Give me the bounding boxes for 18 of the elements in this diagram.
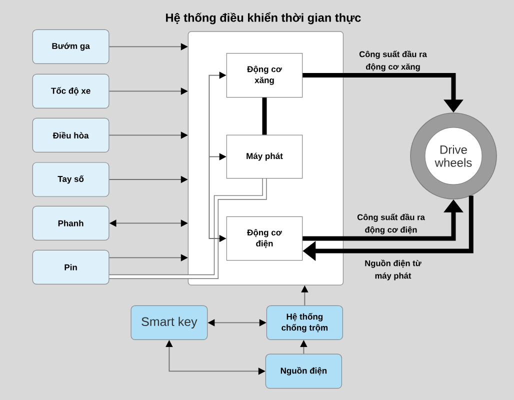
input-box: Điều hòa (32, 118, 110, 152)
input-box: Bướm ga (32, 29, 110, 64)
edge-label: Nguồn điện từ máy phát (365, 260, 422, 280)
input-box: Pin (32, 250, 110, 284)
module-box: Smart key (130, 305, 208, 340)
component-box: Động cơ xăng (226, 53, 303, 98)
double-line (109, 178, 267, 279)
input-box: Tay số (32, 162, 110, 197)
module-box: Nguồn điện (265, 354, 342, 389)
component-box: Máy phát (226, 134, 303, 179)
module-box: Hệ thống chống trộm (266, 305, 343, 340)
line (262, 98, 267, 135)
edge-label: Công suất đầu ra động cơ điện (357, 214, 425, 234)
input-box: Tốc độ xe (32, 74, 110, 108)
heading: Hệ thống điều khiển thời gian thực (166, 12, 361, 24)
component-box: Động cơ điện (226, 216, 303, 261)
input-box: Phanh (32, 206, 110, 240)
edge-label: Công suất đầu ra động cơ xăng (359, 50, 427, 72)
